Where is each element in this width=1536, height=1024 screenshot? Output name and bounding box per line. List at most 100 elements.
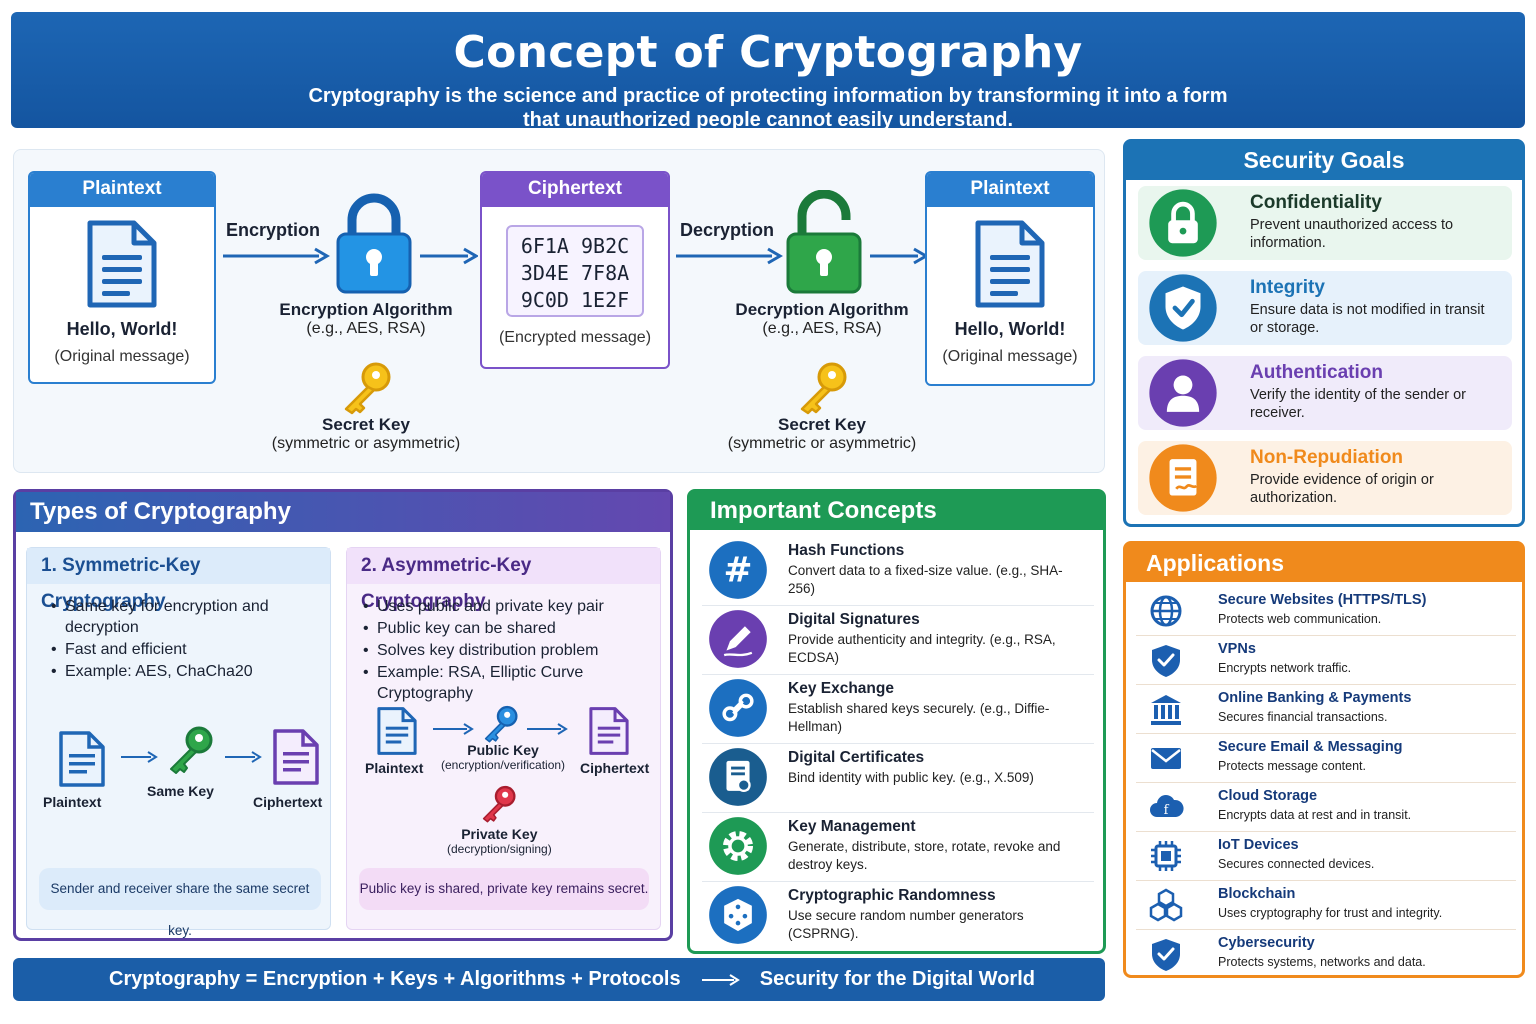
application-desc: Secures connected devices. (1218, 857, 1375, 871)
private-key-label: Private Key (decryption/signing) (447, 826, 552, 856)
application-title: Secure Email & Messaging (1218, 739, 1403, 755)
security-goals-title: Security Goals (1126, 142, 1522, 180)
application-item: Secure Email & Messaging Protects messag… (1136, 735, 1516, 783)
lock-closed-icon (336, 193, 412, 294)
concept-title: Key Management (788, 818, 916, 835)
dice-icon (709, 886, 767, 944)
concept-desc: Generate, distribute, store, rotate, rev… (788, 839, 1061, 872)
public-key-icon (484, 705, 518, 743)
arrow-right-icon (223, 247, 330, 265)
document-icon (87, 220, 157, 308)
arrow-right-icon (420, 247, 478, 265)
footer-result: Security for the Digital World (759, 968, 1035, 990)
security-goal-non-repudiation: Non-Repudiation Provide evidence of orig… (1138, 441, 1512, 515)
secret-key-title: Secret Key (778, 415, 866, 434)
application-desc: Protects web communication. (1218, 612, 1382, 626)
applications-title: Applications (1126, 544, 1522, 582)
concept-icon (708, 816, 768, 876)
chip-icon (1151, 841, 1181, 871)
public-key-title: Public Key (467, 742, 539, 758)
public-key-sub: (encryption/verification) (441, 758, 566, 772)
decryption-algorithm-title: Decryption Algorithm (735, 300, 909, 319)
concept-title: Digital Signatures (788, 611, 920, 628)
document-icon (589, 707, 629, 755)
application-title: IoT Devices (1218, 837, 1299, 853)
secret-key-title: Secret Key (322, 415, 410, 434)
ciphertext-label: Ciphertext (580, 760, 650, 776)
ciphertext-sub: (Encrypted message) (498, 329, 652, 346)
private-key-sub: (decryption/signing) (447, 842, 552, 856)
lock-icon (1149, 189, 1217, 257)
bullet: Solves key distribution problem (363, 640, 660, 661)
concept-desc: Bind identity with public key. (e.g., X.… (788, 770, 1034, 785)
encryption-algorithm-title: Encryption Algorithm (279, 300, 453, 319)
arrow-right-icon (121, 751, 158, 763)
envelope-icon (1151, 748, 1181, 769)
ciphertext-card: Ciphertext 6F1A 9B2C 3D4E 7F8A 9C0D 1E2F… (480, 171, 670, 369)
private-key-icon (482, 785, 516, 823)
cloud-icon: f (1150, 795, 1184, 818)
concept-title: Key Exchange (788, 680, 894, 697)
decryption-algorithm-caption: Decryption Algorithm (e.g., AES, RSA) (722, 300, 922, 338)
application-desc: Encrypts data at rest and in transit. (1218, 808, 1412, 822)
security-goal-icon (1148, 443, 1218, 513)
arrow-right-icon (225, 751, 262, 763)
application-desc: Uses cryptography for trust and integrit… (1218, 906, 1443, 920)
application-desc: Protects systems, networks and data. (1218, 955, 1426, 969)
plaintext-output-title: Plaintext (927, 173, 1093, 207)
svg-text:#: # (724, 551, 753, 591)
concept-title: Hash Functions (788, 542, 905, 559)
application-desc: Encrypts network traffic. (1218, 661, 1352, 675)
concept-icon: # (708, 540, 768, 600)
plaintext-card-title: Plaintext (30, 173, 214, 207)
asymmetric-title: 2. Asymmetric-Key Cryptography (347, 548, 660, 612)
application-item: Blockchain Uses cryptography for trust a… (1136, 882, 1516, 930)
security-goal-title: Confidentiality (1250, 192, 1382, 213)
bullet: Uses public and private key pair (363, 596, 660, 617)
application-title: Blockchain (1218, 886, 1296, 902)
types-title: Types of Cryptography (16, 492, 670, 532)
arrow-right-icon (702, 973, 741, 986)
user-icon (1149, 359, 1217, 427)
plaintext-label: Plaintext (43, 794, 102, 810)
application-title: Secure Websites (HTTPS/TLS) (1218, 592, 1427, 608)
secret-key-sub: (symmetric or asymmetric) (727, 435, 917, 452)
key-icon (800, 362, 847, 415)
encryption-algorithm-sub: (e.g., AES, RSA) (306, 320, 426, 337)
concept-desc: Use secure random number generators (CSP… (788, 908, 1024, 941)
ciphertext-card-title: Ciphertext (482, 173, 668, 207)
concept-item: Key Exchange Establish shared keys secur… (702, 674, 1094, 744)
security-goal-desc: Ensure data is not modified in transit o… (1250, 302, 1485, 336)
shield-check-icon (1149, 274, 1217, 342)
important-concepts-panel: Important Concepts # Hash Functions Conv… (687, 489, 1106, 954)
applications-panel: Applications Secure Websites (HTTPS/TLS)… (1123, 541, 1525, 978)
ciphertext-hex: 6F1A 9B2C 3D4E 7F8A 9C0D 1E2F (506, 225, 644, 317)
decryption-label: Decryption (680, 220, 775, 240)
concept-icon (708, 747, 768, 807)
concept-item: Key Management Generate, distribute, sto… (702, 812, 1094, 882)
security-goal-icon (1148, 188, 1218, 258)
concept-icon (708, 885, 768, 945)
decryption-algorithm-sub: (e.g., AES, RSA) (762, 320, 882, 337)
secret-key-sub: (symmetric or asymmetric) (271, 435, 461, 452)
application-item: Cybersecurity Protects systems, networks… (1136, 931, 1516, 979)
plaintext-card: Plaintext Hello, World! (Original messag… (28, 171, 216, 384)
concept-item: Digital Signatures Provide authenticity … (702, 605, 1094, 675)
concept-icon (708, 609, 768, 669)
certificate-icon (709, 748, 767, 806)
application-item: Online Banking & Payments Secures financ… (1136, 686, 1516, 734)
bank-icon (1151, 695, 1181, 725)
header-banner: Concept of Cryptography Cryptography is … (11, 12, 1525, 131)
types-panel: Types of Cryptography 1. Symmetric-Key C… (13, 489, 673, 941)
concept-item: Digital Certificates Bind identity with … (702, 743, 1094, 813)
document-icon (377, 707, 417, 755)
document-icon (59, 731, 105, 787)
application-item: VPNs Encrypts network traffic. (1136, 637, 1516, 685)
security-goal-title: Integrity (1250, 277, 1325, 298)
hash-icon: # (709, 541, 767, 599)
secret-key-caption: Secret Key (symmetric or asymmetric) (266, 415, 466, 453)
ciphertext-label: Ciphertext (253, 794, 323, 810)
page-subtitle: Cryptography is the science and practice… (308, 85, 1228, 131)
security-goal-confidentiality: Confidentiality Prevent unauthorized acc… (1138, 186, 1512, 260)
plaintext-output-sub: (Original message) (942, 348, 1078, 365)
